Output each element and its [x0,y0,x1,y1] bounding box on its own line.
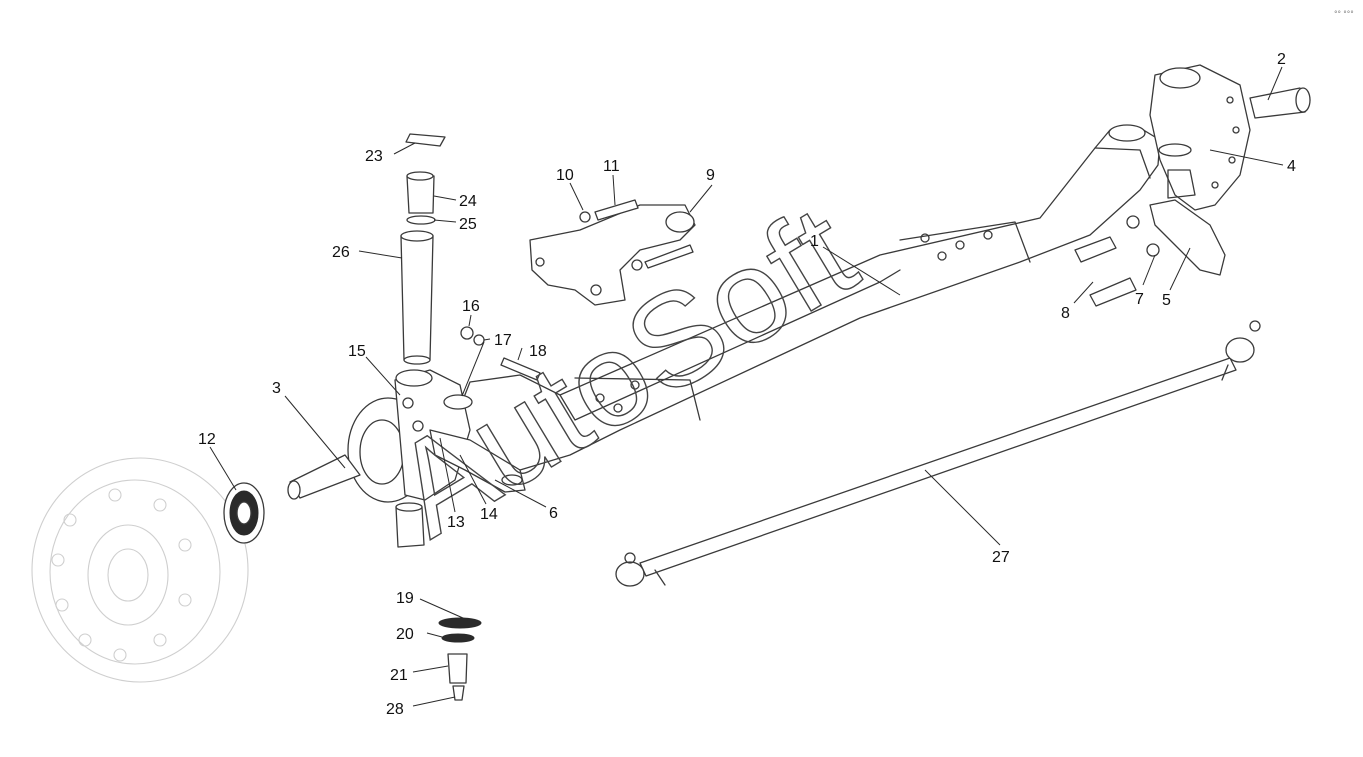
callout-18: 18 [529,343,547,360]
callout-1: 1 [810,233,819,250]
callout-26: 26 [332,244,350,261]
callout-15: 15 [348,343,366,360]
callout-25: 25 [459,216,477,233]
lower-pin-parts [438,617,482,701]
callout-12: 12 [198,431,216,448]
callout-10: 10 [556,167,574,184]
callout-3: 3 [272,380,281,397]
king-pin-lock-hardware [460,326,541,381]
pitman-bracket [529,199,696,306]
callout-27: 27 [992,549,1010,566]
callout-16: 16 [462,298,480,315]
callout-13: 13 [447,514,465,531]
callout-labels: 1 2 3 4 5 6 7 8 9 10 11 12 13 14 15 16 1… [198,51,1296,718]
callout-7: 7 [1135,291,1144,308]
wheel-drum-outline [31,457,249,683]
callout-17: 17 [494,332,512,349]
right-steering-arm [1149,143,1226,276]
callout-19: 19 [396,590,414,607]
callout-5: 5 [1162,292,1171,309]
callout-6: 6 [549,505,558,522]
callout-9: 9 [706,167,715,184]
right-steering-knuckle [1149,64,1311,211]
callout-11: 11 [603,158,620,175]
leader-lines [209,66,1284,707]
callout-8: 8 [1061,305,1070,322]
callout-21: 21 [390,667,408,684]
tie-rod [615,320,1261,587]
callout-23: 23 [365,148,383,165]
callout-24: 24 [459,193,477,210]
callout-2: 2 [1277,51,1286,68]
callout-20: 20 [396,626,414,643]
corner-mark: °° °°° [1334,10,1354,18]
king-pin-parts [395,133,446,548]
callout-4: 4 [1287,158,1296,175]
callout-28: 28 [386,701,404,718]
hub-cap [223,482,265,544]
callout-14: 14 [480,506,498,523]
right-arm-bolts [1074,215,1160,307]
